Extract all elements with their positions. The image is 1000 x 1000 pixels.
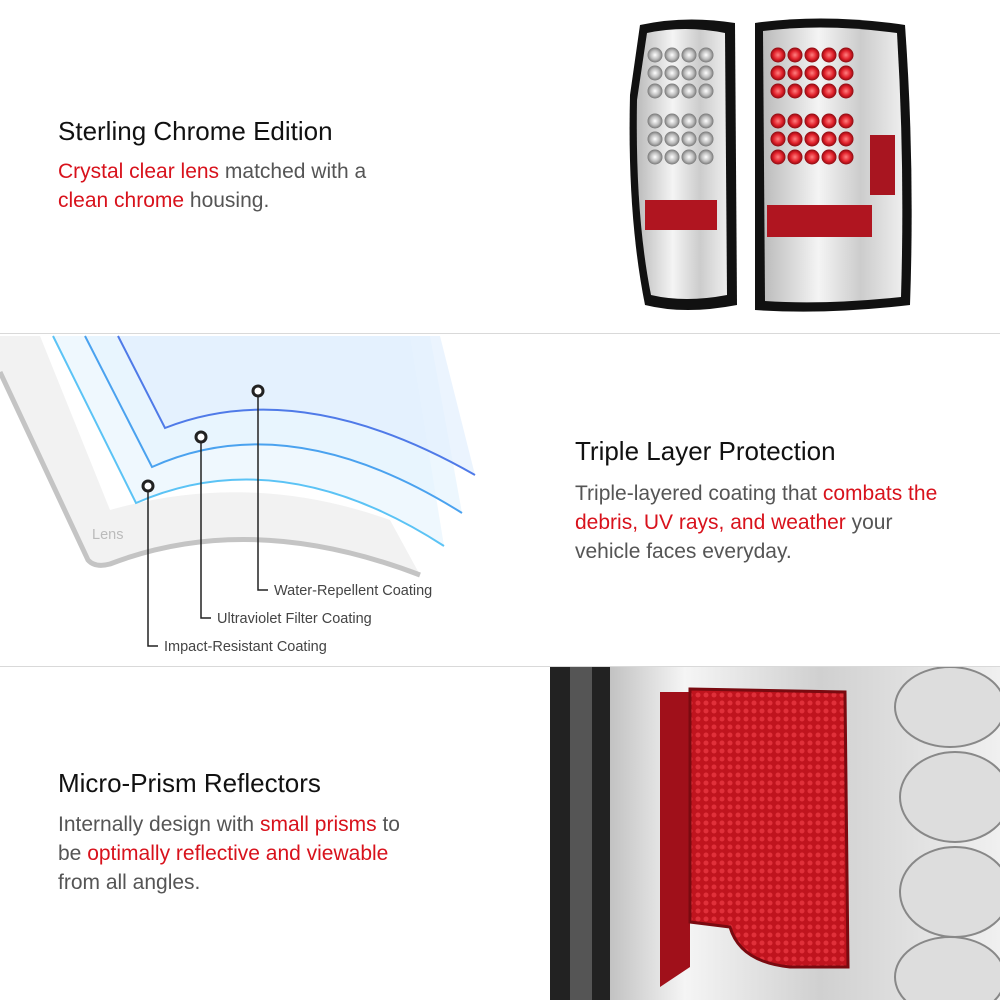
led-bulb (664, 113, 680, 129)
led-bulb (698, 131, 714, 147)
led-bulb (681, 47, 697, 63)
led-bulb (681, 149, 697, 165)
section-divider (0, 333, 1000, 334)
body-text: housing. (184, 189, 270, 212)
led-bulb (647, 47, 663, 63)
led-bulb (647, 113, 663, 129)
led-bulb (681, 65, 697, 81)
led-bulb (787, 47, 803, 63)
highlight-text: combats the debris, UV rays, and weather (575, 482, 938, 534)
led-bulb (664, 149, 680, 165)
led-bulb (664, 65, 680, 81)
section-description: Crystal clear lens matched with a clean … (58, 157, 398, 215)
section-title: Micro-Prism Reflectors (58, 768, 321, 798)
led-bulb (770, 65, 786, 81)
body-text: Triple-layered coating that (575, 482, 823, 505)
led-bulb (698, 47, 714, 63)
led-bulb (838, 131, 854, 147)
led-bulb (838, 47, 854, 63)
led-bulb (787, 113, 803, 129)
led-bulb (804, 113, 820, 129)
body-text: your vehicle faces everyday. (575, 511, 893, 563)
led-bulb (821, 113, 837, 129)
callout-water-repellent: Water-Repellent Coating (274, 583, 433, 599)
body-text: from all angles. (58, 871, 201, 894)
led-bulb (821, 65, 837, 81)
led-bulb (770, 131, 786, 147)
led-bulb (838, 65, 854, 81)
led-bulb (698, 65, 714, 81)
lens-label: Lens (92, 527, 124, 543)
body-text: to be (58, 813, 400, 865)
led-bulb (770, 113, 786, 129)
led-bulb (647, 65, 663, 81)
led-bulb (681, 131, 697, 147)
led-bulb (804, 149, 820, 165)
led-bulb (698, 83, 714, 99)
led-bulb (838, 149, 854, 165)
callout-impact-resistant: Impact-Resistant Coating (164, 639, 327, 655)
highlight-text: optimally reflective and viewable (87, 842, 389, 865)
led-bulb (698, 113, 714, 129)
led-bulb (647, 149, 663, 165)
led-bulb (770, 47, 786, 63)
led-bulb (664, 131, 680, 147)
section-divider (0, 666, 1000, 667)
led-bulb (787, 149, 803, 165)
led-bulb (664, 83, 680, 99)
led-bulb (821, 47, 837, 63)
body-text: matched with a (219, 160, 367, 183)
led-bulb (821, 131, 837, 147)
led-bulb (804, 83, 820, 99)
led-bulb (770, 149, 786, 165)
led-bulb (838, 83, 854, 99)
led-bulb (647, 83, 663, 99)
tail-lights-product-image (629, 18, 912, 312)
led-bulb (681, 113, 697, 129)
led-bulb (804, 131, 820, 147)
section-description: Triple-layered coating that combats the … (575, 479, 960, 566)
callout-ultraviolet-filter: Ultraviolet Filter Coating (217, 611, 372, 627)
highlight-text: Crystal clear lens (58, 160, 220, 183)
highlight-text: small prisms (259, 813, 377, 836)
led-bulb (698, 149, 714, 165)
led-bulb (787, 131, 803, 147)
section-triple-layer: Lens Water-Repellent Coating Ultraviolet… (0, 334, 1000, 666)
led-bulb (647, 131, 663, 147)
led-bulb (770, 83, 786, 99)
led-bulb (787, 83, 803, 99)
led-bulb (804, 65, 820, 81)
reflector-closeup-image (550, 667, 1000, 1000)
section-title: Sterling Chrome Edition (58, 116, 333, 146)
led-bulb (664, 47, 680, 63)
section-description: Internally design with small prisms to b… (58, 810, 428, 897)
highlight-text: clean chrome (58, 189, 185, 212)
section-sterling-chrome: Sterling Chrome Edition Crystal clear le… (0, 0, 1000, 333)
section-title: Triple Layer Protection (575, 436, 836, 466)
led-bulb (838, 113, 854, 129)
body-text: Internally design with (58, 813, 260, 836)
led-bulb (821, 83, 837, 99)
section-micro-prism: Micro-Prism Reflectors Internally design… (0, 667, 1000, 1000)
led-bulb (681, 83, 697, 99)
led-bulb (787, 65, 803, 81)
led-bulb (821, 149, 837, 165)
coating-layers-diagram (0, 335, 476, 647)
led-bulb (804, 47, 820, 63)
